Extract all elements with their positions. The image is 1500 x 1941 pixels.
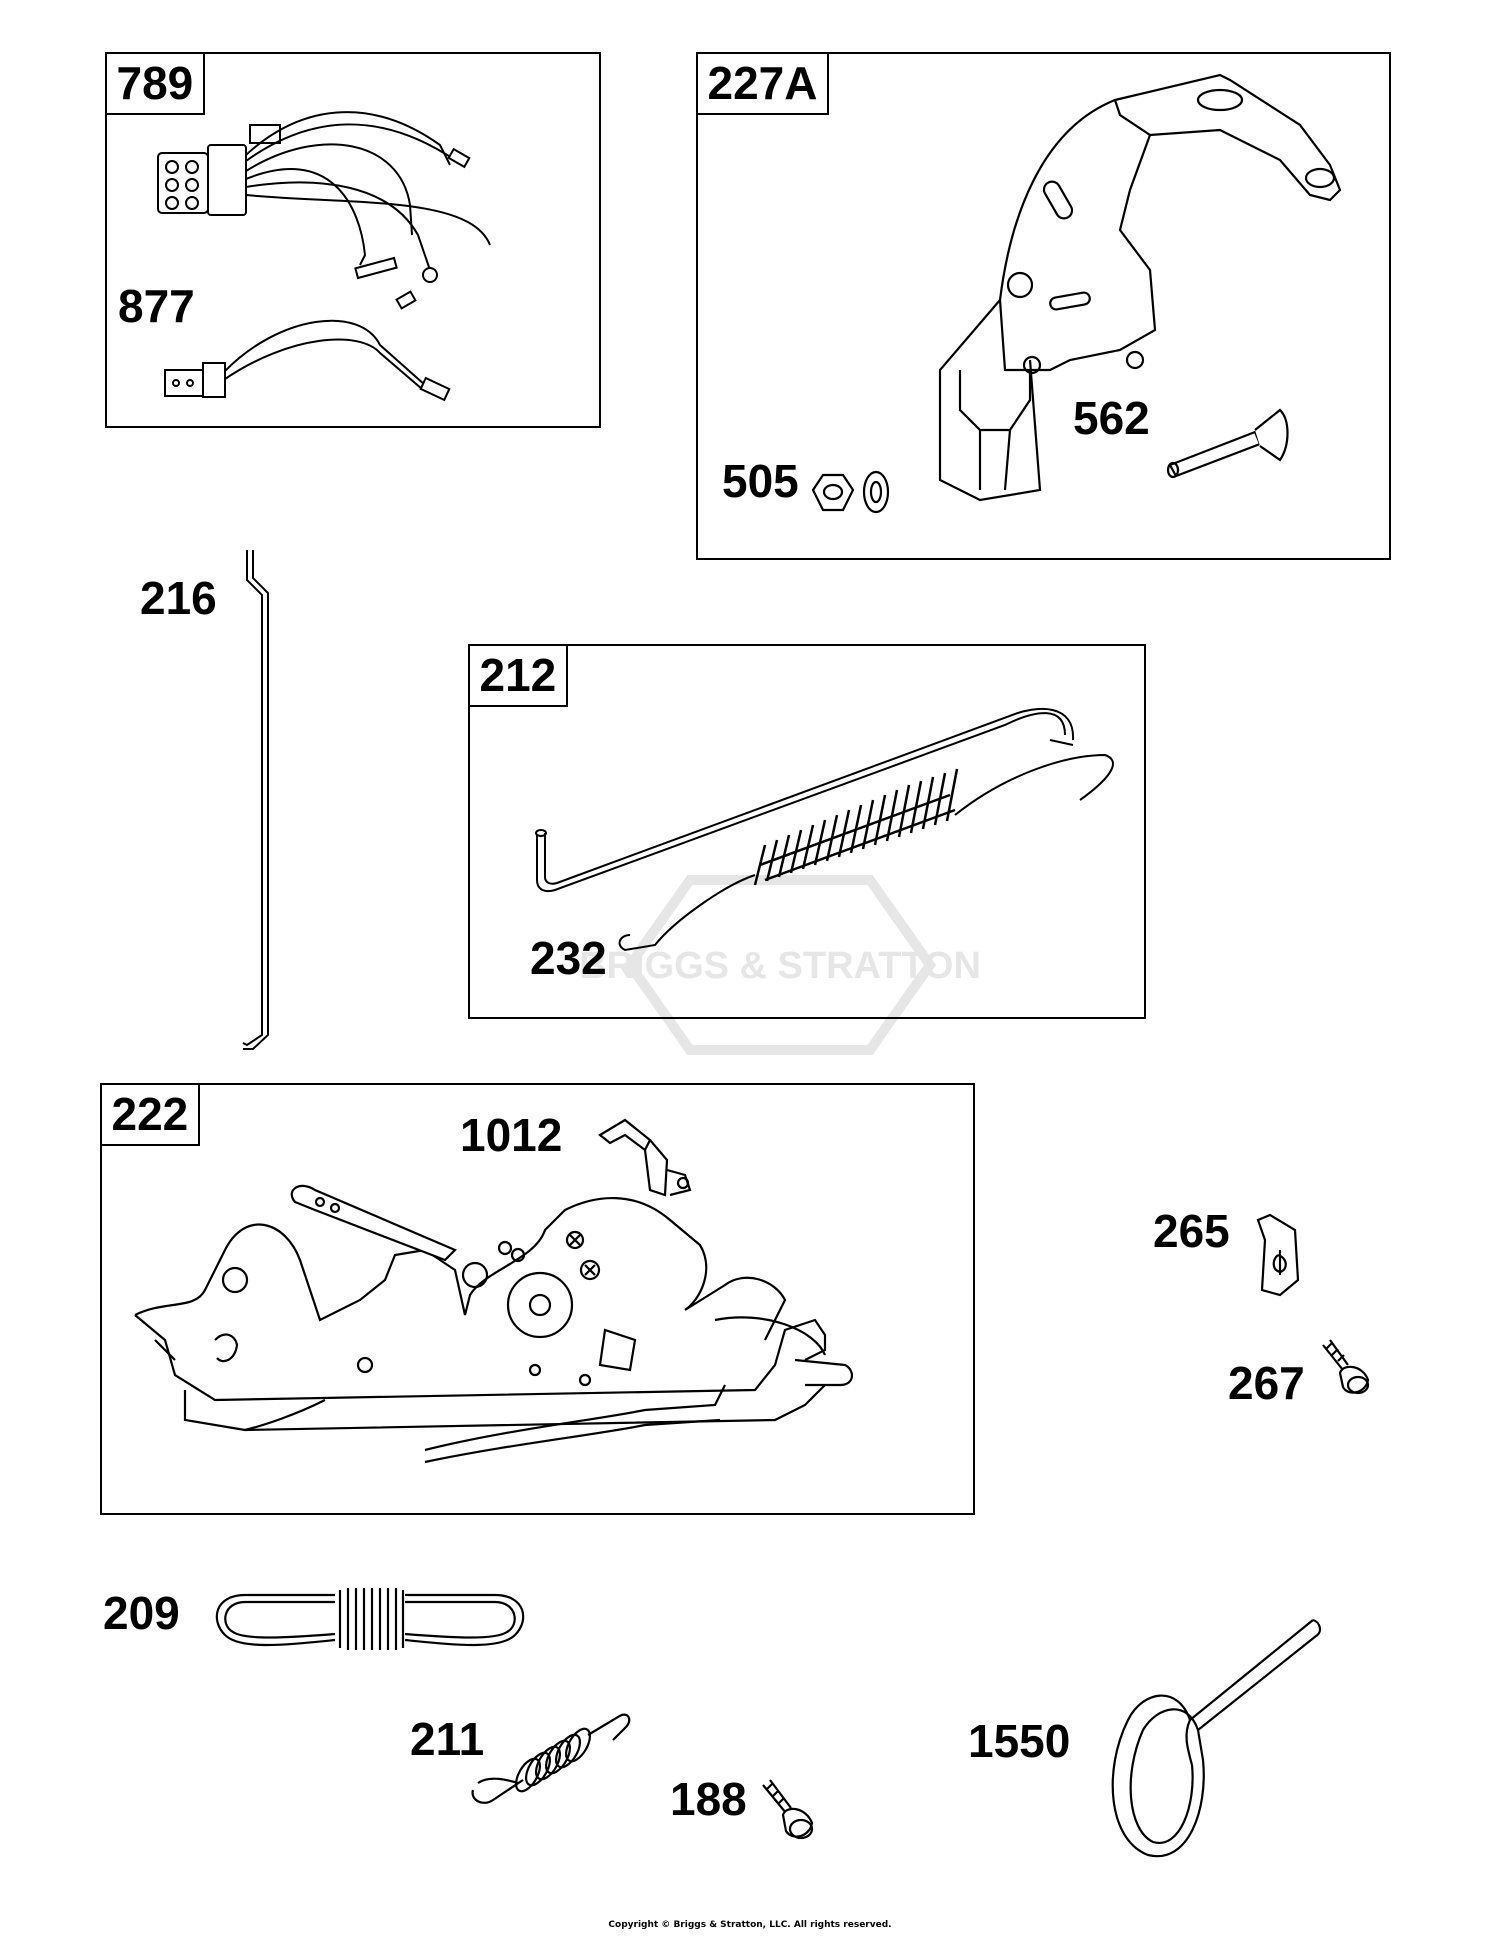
box-789: 789: [104, 51, 601, 428]
box-212: 212: [467, 643, 1146, 1019]
spring-part-211: [468, 1705, 638, 1810]
screw-part-188: [758, 1775, 823, 1850]
carriage-bolt-part-562: [1160, 400, 1300, 480]
clip-part-1012: [595, 1115, 715, 1205]
watermark-text: BRIGGS & STRATTON: [580, 945, 980, 987]
label-209: 209: [103, 1587, 180, 1639]
label-188: 188: [670, 1773, 747, 1825]
clip-part-265: [1250, 1210, 1310, 1300]
brand-watermark: BRIGGS & STRATTON: [580, 875, 980, 1055]
label-1550: 1550: [968, 1715, 1071, 1767]
wire-harness-part-789: [150, 85, 490, 335]
label-1012: 1012: [460, 1109, 563, 1161]
governor-bracket-assembly-part-222: [125, 1190, 925, 1500]
label-211: 211: [410, 1713, 485, 1765]
box-222: 222: [99, 1082, 975, 1515]
rod-spring-part-212: [525, 695, 1125, 965]
link-rod-part-216: [235, 545, 295, 1055]
wire-harness-part-877: [160, 275, 480, 405]
spring-part-1550: [1088, 1610, 1338, 1870]
bracket-part-227a: [920, 70, 1370, 520]
box-tag-789: 789: [104, 51, 206, 115]
label-216: 216: [140, 572, 217, 624]
nut-washer-part-505: [808, 460, 898, 530]
label-265: 265: [1153, 1205, 1230, 1257]
label-562: 562: [1073, 392, 1150, 444]
box-tag-212: 212: [467, 643, 569, 707]
label-232: 232: [530, 932, 607, 984]
box-tag-222: 222: [99, 1082, 201, 1146]
spring-part-209: [205, 1580, 535, 1660]
box-tag-227a: 227A: [695, 51, 830, 115]
screw-part-267: [1318, 1335, 1378, 1405]
box-227a: 227A: [695, 51, 1391, 560]
label-505: 505: [722, 455, 799, 507]
copyright-notice: Copyright © Briggs & Stratton, LLC. All …: [608, 1920, 892, 1930]
label-877: 877: [118, 280, 195, 332]
label-267: 267: [1228, 1357, 1305, 1409]
